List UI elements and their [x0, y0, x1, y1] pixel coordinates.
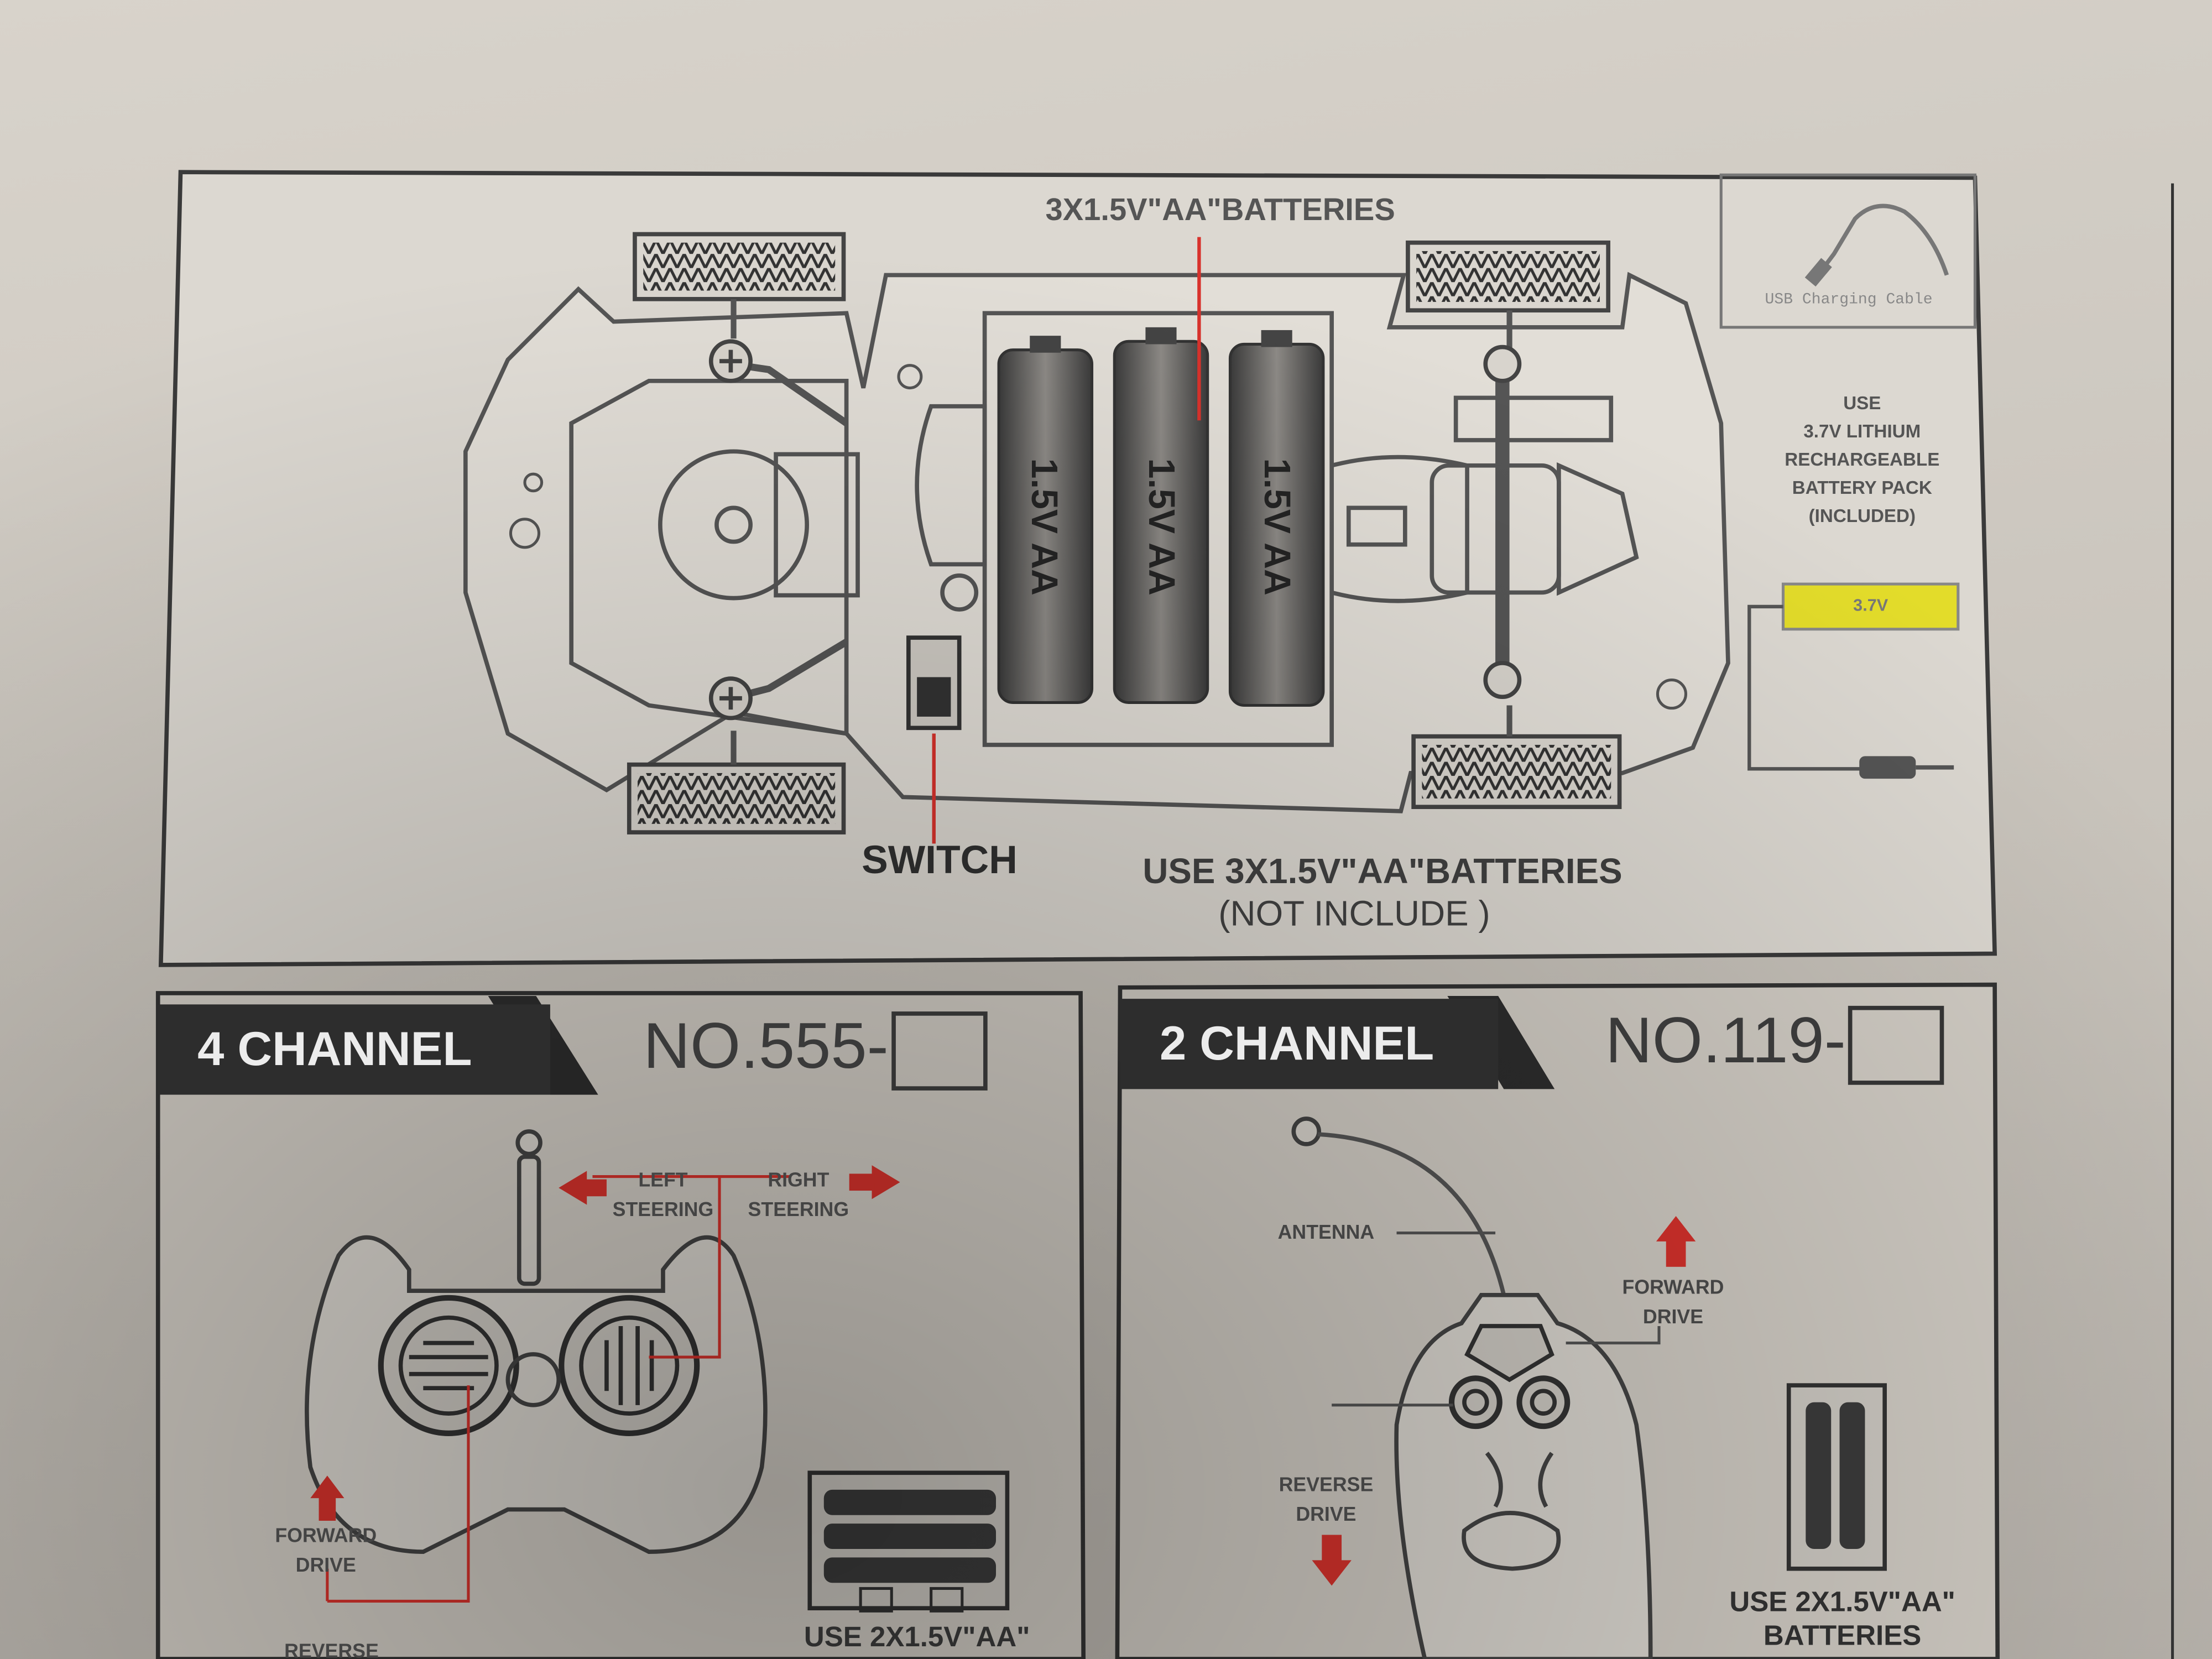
reverse-drive-label-2ch: REVERSE DRIVE [1241, 1470, 1411, 1529]
button-reverse-icon [1448, 1375, 1503, 1430]
reverse-label-4ch: REVERSE [284, 1639, 379, 1659]
forward-drive-4ch-line-1: FORWARD [275, 1524, 377, 1546]
right-steering-line-1: RIGHT [768, 1168, 830, 1191]
reverse-drive-2ch-line-2: DRIVE [1296, 1502, 1357, 1525]
battery-label-3: 1.5V AA [1256, 458, 1299, 596]
forward-drive-2ch-line-1: FORWARD [1622, 1275, 1724, 1298]
lithium-note-line-3: RECHARGEABLE [1785, 448, 1940, 470]
lithium-note-line-4: BATTERY PACK [1792, 477, 1932, 498]
model-number-2ch-text: NO.119- [1605, 1003, 1846, 1077]
forward-drive-4ch-line-2: DRIVE [295, 1553, 356, 1576]
lithium-tag: 3.7V [1853, 595, 1888, 615]
battery-label-2: 1.5V AA [1140, 458, 1183, 596]
right-steering-line-2: STEERING [748, 1197, 849, 1220]
channel-header-4ch: 4 CHANNEL [158, 1004, 550, 1095]
battery-title: 3X1.5V"AA"BATTERIES [1045, 191, 1395, 227]
channel-header-2ch: 2 CHANNEL [1120, 999, 1499, 1089]
lithium-note: USE 3.7V LITHIUM RECHARGEABLE BATTERY PA… [1744, 389, 1981, 530]
reverse-drive-2ch-line-1: REVERSE [1279, 1473, 1374, 1496]
forward-drive-label-2ch: FORWARD DRIVE [1588, 1272, 1757, 1332]
antenna-icon-4ch [517, 1155, 541, 1286]
button-forward-icon [1516, 1375, 1571, 1430]
use-batteries-label: USE 3X1.5V"AA"BATTERIES [1142, 852, 1623, 892]
model-number-4ch-text: NO.555- [643, 1008, 889, 1082]
switch-label: SWITCH [862, 838, 1018, 882]
lithium-note-line-1: USE [1843, 392, 1881, 414]
chassis-outline [463, 272, 1730, 813]
batteries-label-4ch: USE 2X1.5V"AA" [804, 1622, 1030, 1653]
model-number-2ch: NO.119- [1605, 1001, 1945, 1085]
left-steering-line-1: LEFT [638, 1168, 688, 1191]
model-number-4ch: NO.555- [643, 1007, 988, 1091]
batteries-label-2ch: USE 2X1.5V"AA" BATTERIES [1687, 1585, 1997, 1653]
batteries-2ch-line-1: USE 2X1.5V"AA" [1729, 1587, 1955, 1619]
forward-drive-2ch-line-2: DRIVE [1642, 1305, 1704, 1328]
right-steering-label: RIGHT STEERING [728, 1165, 869, 1224]
lithium-note-line-2: 3.7V LITHIUM [1803, 420, 1921, 442]
not-include-label: (NOT INCLUDE ) [1218, 894, 1490, 934]
lithium-note-line-5: (INCLUDED) [1808, 505, 1916, 526]
left-steering-line-2: STEERING [612, 1197, 714, 1220]
battery-label-1: 1.5V AA [1023, 458, 1066, 596]
antenna-icon-2ch [1291, 1117, 1322, 1146]
model-checkbox-2ch [1848, 1005, 1945, 1085]
model-checkbox-4ch [891, 1011, 988, 1091]
usb-cable-label: USB Charging Cable [1765, 292, 1933, 309]
antenna-label: ANTENNA [1277, 1220, 1375, 1243]
battery-box-2ch [1786, 1383, 1887, 1571]
left-steering-label: LEFT STEERING [592, 1165, 733, 1224]
forward-drive-label-4ch: FORWARD DRIVE [248, 1521, 404, 1580]
batteries-2ch-line-2: BATTERIES [1763, 1621, 1922, 1652]
